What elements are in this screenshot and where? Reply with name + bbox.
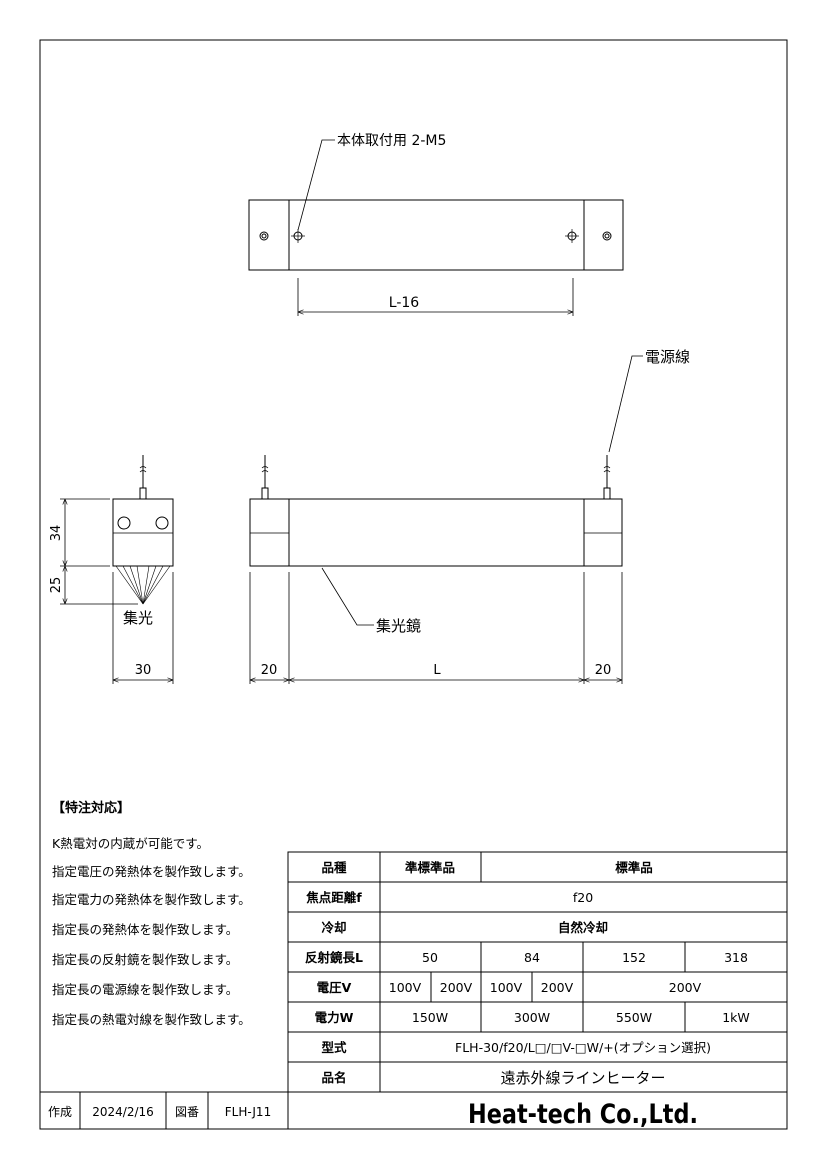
spec-semi-standard: 準標準品 <box>405 860 455 875</box>
spec-label-type: 品種 <box>321 860 347 875</box>
drawing-no-label: 図番 <box>175 1105 199 1119</box>
note-item: K熱電対の内蔵が可能です。 <box>52 836 209 851</box>
top-view-body <box>248 199 624 271</box>
notes-title: 【特注対応】 <box>52 800 130 816</box>
focus-label: 集光 <box>123 609 153 627</box>
company-logo: Heat-tech Co.,Ltd. <box>468 1099 698 1130</box>
side-view-body <box>249 498 623 567</box>
drawing-no: FLH-J11 <box>225 1105 271 1119</box>
spec-label-model: 型式 <box>321 1040 347 1055</box>
end-hole-left <box>259 231 269 241</box>
spec-power-value: 150W <box>412 1010 448 1025</box>
spec-length-value: 152 <box>622 950 646 965</box>
dim-label-30: 30 <box>135 663 152 678</box>
end-view <box>60 455 174 684</box>
spec-label-length: 反射鏡長L <box>305 950 363 965</box>
created-date: 2024/2/16 <box>92 1105 154 1119</box>
spec-length-value: 318 <box>724 950 748 965</box>
product-name: 遠赤外線ラインヒーター <box>500 1069 665 1087</box>
spec-length-value: 84 <box>524 950 540 965</box>
spec-power-value: 550W <box>616 1010 652 1025</box>
end-view-cable <box>139 487 147 500</box>
end-view-hole-left <box>117 516 131 530</box>
spec-voltage-value: 200V <box>440 980 473 995</box>
note-item: 指定長の熱電対線を製作致します。 <box>52 1012 251 1027</box>
spec-label-cooling: 冷却 <box>321 920 346 935</box>
spec-standard: 標準品 <box>615 860 653 875</box>
spec-power-value: 1kW <box>722 1010 750 1025</box>
spec-voltage-value: 100V <box>389 980 422 995</box>
spec-length-value: 50 <box>422 950 438 965</box>
spec-power-value: 300W <box>514 1010 550 1025</box>
end-hole-right <box>602 231 612 241</box>
spec-voltage-value: 100V <box>490 980 523 995</box>
spec-cooling-value: 自然冷却 <box>558 920 608 935</box>
dim-label-left-20: 20 <box>261 663 278 678</box>
spec-voltage-value: 200V <box>541 980 574 995</box>
cable-left <box>261 487 269 500</box>
reflector-label: 集光鏡 <box>376 617 421 635</box>
dim-label-34: 34 <box>49 525 64 542</box>
mount-hole-label: 本体取付用 2-M5 <box>337 133 446 149</box>
note-item: 指定長の反射鏡を製作致します。 <box>52 952 238 967</box>
spec-label-voltage: 電圧V <box>317 980 352 995</box>
top-view <box>248 139 624 316</box>
cable-right <box>603 487 611 500</box>
dim-label-25: 25 <box>49 577 64 594</box>
spec-model-value: FLH-30/f20/L□/□V-□W/+(オプション選択) <box>455 1040 711 1055</box>
focus-rays <box>115 565 171 605</box>
note-item: 指定電力の発熱体を製作致します。 <box>52 892 251 907</box>
power-cable-label: 電源線 <box>645 348 690 366</box>
note-item: 指定長の電源線を製作致します。 <box>52 982 238 997</box>
note-item: 指定電圧の発熱体を製作致します。 <box>52 864 251 879</box>
spec-label-power: 電力W <box>315 1010 354 1025</box>
end-view-body <box>112 498 174 567</box>
sheet-border <box>39 39 788 1130</box>
side-view <box>249 355 643 684</box>
dim-label-right-20: 20 <box>595 663 612 678</box>
end-view-hole-right <box>155 516 169 530</box>
spec-label-name: 品名 <box>321 1070 346 1085</box>
spec-focus-value: f20 <box>573 890 593 905</box>
note-item: 指定長の発熱体を製作致します。 <box>52 922 238 937</box>
spec-label-focus: 焦点距離f <box>305 890 362 905</box>
dim-label-l: L <box>433 663 441 678</box>
dim-label-l-16: L-16 <box>389 295 420 311</box>
spec-table <box>287 851 788 1093</box>
created-label: 作成 <box>48 1105 72 1119</box>
spec-voltage-value: 200V <box>669 980 702 995</box>
title-block <box>40 1091 787 1129</box>
